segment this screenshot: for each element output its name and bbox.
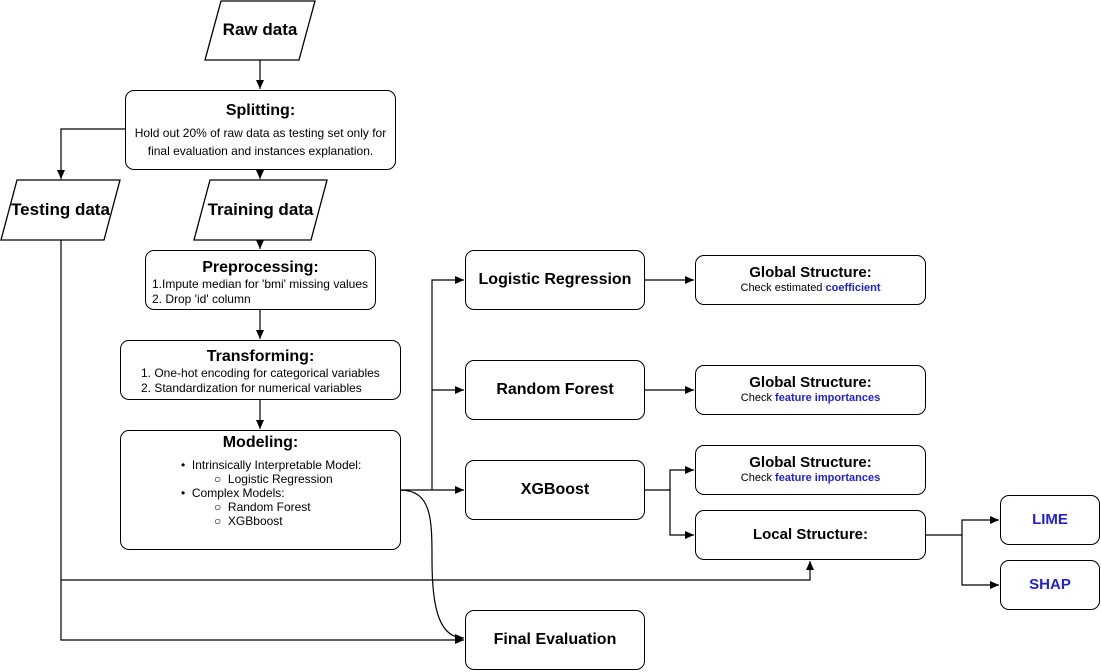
modeling-group1: • Intrinsically Interpretable Model:	[181, 458, 362, 472]
logistic-regression-box: Logistic Regression	[465, 250, 645, 310]
shap-label: SHAP	[1029, 576, 1071, 593]
modeling-title: Modeling:	[222, 434, 299, 451]
modeling-group1-item: ○ Logistic Regression	[214, 472, 333, 486]
splitting-title: Splitting:	[225, 102, 296, 119]
lime-label: LIME	[1032, 511, 1068, 528]
final-evaluation-box: Final Evaluation	[465, 610, 645, 670]
modeling-box: Modeling: • Intrinsically Interpretable …	[120, 430, 401, 550]
global-structure-logistic-box: Global Structure: Check estimated coeffi…	[695, 255, 926, 305]
raw-data-label: Raw data	[222, 20, 298, 39]
random-forest-label: Random Forest	[496, 381, 614, 398]
arrow-xgb-to-local	[669, 490, 694, 539]
xgboost-box: XGBoost	[465, 460, 645, 520]
raw-data-shape	[204, 0, 316, 61]
final-evaluation-label: Final Evaluation	[493, 631, 617, 648]
modeling-group2-item2: ○ XGBboost	[214, 514, 283, 528]
arrow-modeling-to-final	[399, 489, 465, 642]
preprocessing-line2: 2. Drop 'id' column	[152, 292, 251, 306]
arrow-testing-to-local	[61, 561, 814, 581]
xgboost-label: XGBoost	[520, 481, 590, 498]
training-data-shape	[193, 179, 328, 241]
global-structure-title: Global Structure:	[749, 374, 872, 391]
global-structure-title: Global Structure:	[749, 454, 872, 471]
splitting-line2: final evaluation and instances explanati…	[147, 144, 374, 158]
arrow-local-to-shap	[961, 535, 999, 589]
arrow-local-to-lime	[925, 516, 999, 536]
transforming-title: Transforming:	[206, 348, 315, 365]
global-structure-title: Global Structure:	[749, 264, 872, 281]
training-data-label: Training data	[207, 200, 314, 219]
transforming-box: Transforming: 1. One-hot encoding for ca…	[120, 340, 401, 400]
global-structure-text: Check feature importances	[740, 392, 881, 404]
testing-data-label: Testing data	[11, 200, 110, 219]
arrow-splitting-to-testing	[57, 128, 125, 179]
random-forest-box: Random Forest	[465, 360, 645, 420]
preprocessing-title: Preprocessing:	[202, 259, 319, 276]
splitting-box: Splitting: Hold out 20% of raw data as t…	[125, 90, 396, 170]
arrow-xgb-to-global	[645, 466, 694, 491]
local-structure-title: Local Structure:	[752, 526, 869, 543]
preprocessing-line1: 1.Impute median for 'bmi' missing values	[152, 277, 369, 291]
global-structure-text: Check feature importances	[740, 472, 881, 484]
lime-box: LIME	[1000, 495, 1100, 545]
splitting-line1: Hold out 20% of raw data as testing set …	[134, 126, 387, 140]
global-structure-xgb-box: Global Structure: Check feature importan…	[695, 445, 926, 495]
preprocessing-box: Preprocessing: 1.Impute median for 'bmi'…	[145, 250, 376, 310]
line-testing-down	[60, 240, 464, 644]
transforming-line1: 1. One-hot encoding for categorical vari…	[141, 366, 380, 380]
local-structure-box: Local Structure:	[695, 510, 926, 560]
global-structure-text: Check estimated coefficient	[740, 282, 881, 294]
arrow-modeling-to-logistic	[431, 276, 464, 490]
testing-data-shape	[0, 179, 121, 241]
global-structure-forest-box: Global Structure: Check feature importan…	[695, 365, 926, 415]
modeling-group2-item1: ○ Random Forest	[214, 500, 311, 514]
modeling-group2: • Complex Models:	[181, 486, 285, 500]
logistic-regression-label: Logistic Regression	[478, 271, 632, 288]
transforming-line2: 2. Standardization for numerical variabl…	[141, 381, 362, 395]
shap-box: SHAP	[1000, 560, 1100, 610]
